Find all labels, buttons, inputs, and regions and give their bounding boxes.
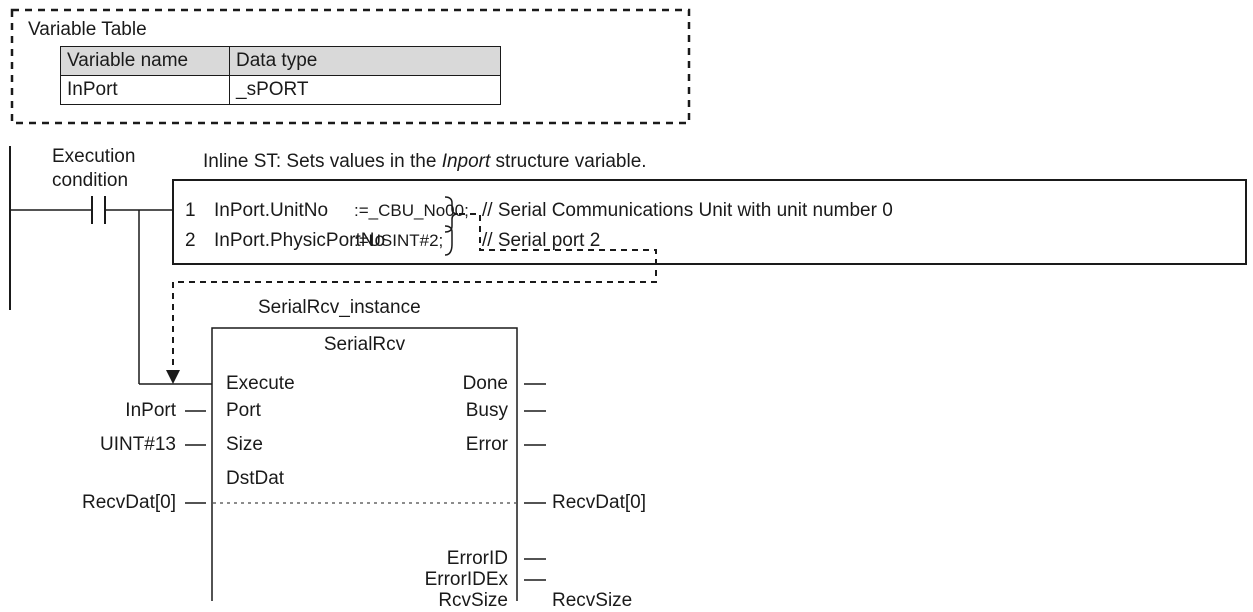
header-variable-name: Variable name bbox=[60, 46, 230, 76]
st-line-comment: // Serial port 2 bbox=[482, 230, 601, 251]
port-callout-dashed bbox=[172, 213, 657, 372]
variable-table-frame bbox=[10, 8, 691, 125]
brace-bottom bbox=[444, 225, 453, 256]
fb-instance-name: SerialRcv_instance bbox=[258, 297, 421, 318]
st-line-target: InPort.PhysicPortNo bbox=[214, 230, 386, 251]
cell-data-type: _sPORT bbox=[229, 75, 501, 105]
condition-label-line2: condition bbox=[52, 170, 129, 191]
inline-st-caption: Inline ST: Sets values in the Inport str… bbox=[203, 151, 647, 173]
st-line-assign: :=USINT#2; bbox=[354, 231, 444, 250]
st-line-number: 2 bbox=[185, 230, 196, 251]
arg-port: InPort bbox=[125, 400, 176, 421]
fb-input-execute: Execute bbox=[226, 373, 295, 394]
st-line-number: 1 bbox=[185, 200, 196, 221]
fb-type-name: SerialRcv bbox=[323, 334, 406, 355]
arg-dstdat-in: RecvDat[0] bbox=[82, 492, 176, 513]
fb-output-errorid: ErrorID bbox=[446, 548, 508, 569]
st-line-target: InPort.UnitNo bbox=[214, 200, 329, 221]
cell-variable-name: InPort bbox=[60, 75, 230, 105]
condition-label-line1: Execution bbox=[52, 146, 136, 167]
inline-st-box bbox=[172, 179, 1247, 265]
arg-rcvsize: RecvSize bbox=[552, 590, 633, 611]
arg-dstdat-out: RecvDat[0] bbox=[552, 492, 646, 513]
caption-suffix: structure variable. bbox=[490, 151, 647, 172]
caption-italic: Inport bbox=[441, 151, 491, 172]
fb-input-size: Size bbox=[226, 434, 263, 455]
variable-table: Variable name Data type InPort _sPORT bbox=[60, 46, 501, 105]
arg-size: UINT#13 bbox=[99, 434, 176, 455]
fb-output-error: Error bbox=[465, 434, 508, 455]
variable-table-title: Variable Table bbox=[28, 19, 147, 40]
st-line-assign: :=_CBU_No00; bbox=[354, 201, 469, 220]
fb-input-dstdat: DstDat bbox=[226, 468, 285, 489]
fb-input-port: Port bbox=[226, 400, 261, 421]
fb-output-erroridex: ErrorIDEx bbox=[424, 569, 508, 590]
st-line-comment: // Serial Communications Unit with unit … bbox=[482, 200, 893, 221]
fb-output-rcvsize: RcvSize bbox=[438, 590, 508, 611]
header-data-type: Data type bbox=[229, 46, 501, 76]
caption-prefix: Inline ST: Sets values in the bbox=[203, 151, 442, 172]
fb-output-done: Done bbox=[462, 373, 508, 394]
fb-output-busy: Busy bbox=[465, 400, 508, 421]
function-block-box bbox=[211, 327, 518, 601]
callout-arrowhead bbox=[166, 370, 180, 384]
